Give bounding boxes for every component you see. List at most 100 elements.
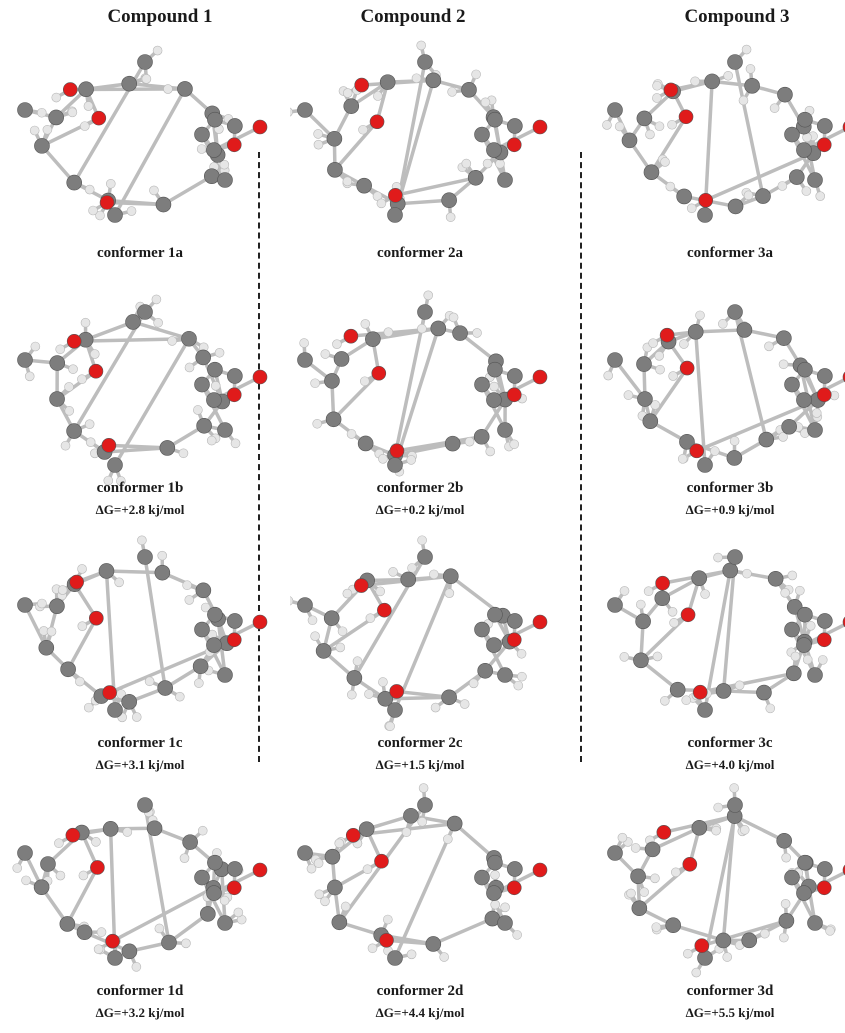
- bond: [393, 821, 457, 960]
- hydrogen-atom: [376, 198, 387, 209]
- bond: [393, 326, 441, 467]
- hydrogen-atom: [445, 212, 456, 222]
- bond: [649, 114, 688, 174]
- oxygen-atom: [65, 827, 81, 843]
- carbon-atom: [817, 368, 833, 384]
- hydrogen-atom: [116, 476, 126, 486]
- hydrogen-atom: [352, 656, 363, 667]
- hydrogen-atom: [340, 901, 351, 912]
- hydrogen-atom: [290, 596, 294, 606]
- carbon-atom: [715, 683, 732, 699]
- carbon-atom: [474, 621, 490, 638]
- oxygen-atom: [374, 853, 389, 869]
- ball-and-stick-model: [12, 797, 268, 972]
- oxygen-atom: [506, 387, 522, 403]
- hydrogen-atom: [77, 564, 87, 574]
- bond: [393, 441, 455, 458]
- hydrogen-atom: [157, 550, 168, 561]
- hydrogen-atom: [219, 895, 230, 906]
- carbon-atom: [207, 606, 223, 623]
- bond: [732, 814, 786, 843]
- hydrogen-atom: [650, 873, 660, 884]
- hydrogen-atom: [313, 858, 324, 869]
- carbon-atom: [297, 597, 313, 613]
- carbon-atom: [473, 428, 490, 445]
- hydrogen-atom: [801, 186, 812, 196]
- hydrogen-atom: [75, 676, 85, 687]
- oxygen-atom: [377, 602, 392, 618]
- hydrogen-atom: [89, 349, 100, 359]
- carbon-atom: [155, 196, 172, 213]
- delta-g-number: +3.2 kj/mol: [121, 1005, 185, 1020]
- hydrogen-atom: [667, 607, 678, 617]
- carbon-atom: [507, 118, 523, 134]
- carbon-atom: [755, 188, 771, 204]
- hydrogen-atom: [769, 103, 780, 113]
- bond: [65, 865, 100, 926]
- bond: [113, 336, 191, 467]
- carbon-atom: [297, 352, 313, 368]
- carbon-atom: [102, 821, 119, 837]
- hydrogen-atom: [781, 852, 791, 863]
- hydrogen-atom: [181, 938, 191, 949]
- delta-g-value: ΔG=+4.0 kj/mol: [600, 757, 845, 773]
- carbon-atom: [486, 392, 502, 408]
- carbon-atom: [817, 613, 833, 629]
- hydrogen-atom: [383, 327, 394, 337]
- bond: [639, 658, 680, 692]
- delta-g-number: +3.1 kj/mol: [121, 757, 185, 772]
- carbon-atom: [121, 75, 138, 92]
- hydrogen-atom: [500, 902, 510, 913]
- carbon-atom: [417, 304, 433, 320]
- hydrogen-atom: [137, 535, 147, 546]
- carbon-atom: [48, 109, 64, 126]
- hydrogen-atom: [342, 588, 353, 599]
- hydrogen-atom: [312, 418, 323, 429]
- hydrogen-atom: [485, 446, 496, 457]
- hydrogen-atom: [495, 158, 505, 169]
- carbon-atom: [441, 689, 457, 706]
- carbon-atom: [756, 684, 772, 701]
- hydrogen-atom: [617, 832, 628, 843]
- conformer-panel: conformer 2a: [290, 40, 550, 290]
- hydrogen-atom: [815, 191, 826, 201]
- carbon-atom: [137, 304, 153, 320]
- hydrogen-atom: [367, 943, 378, 954]
- conformer-label: conformer 3b: [686, 480, 774, 496]
- hydrogen-atom: [346, 429, 357, 439]
- carbon-atom: [324, 848, 341, 865]
- hydrogen-atom: [517, 671, 527, 682]
- hydrogen-atom: [461, 158, 472, 169]
- carbon-atom: [727, 549, 743, 565]
- carbon-atom: [697, 207, 713, 223]
- oxygen-atom: [506, 880, 522, 896]
- delta-g-value: ΔG=+5.5 kj/mol: [600, 1005, 845, 1021]
- hydrogen-atom: [151, 294, 162, 305]
- column-title-compound-3: Compound 3: [684, 6, 790, 27]
- carbon-atom: [325, 411, 342, 428]
- oxygen-atom: [69, 574, 84, 590]
- carbon-atom: [227, 118, 243, 134]
- hydrogen-atom: [103, 475, 114, 486]
- bond: [703, 568, 732, 712]
- bond: [693, 330, 707, 467]
- oxygen-atom: [532, 369, 548, 385]
- carbon-atom: [76, 924, 93, 941]
- hydrogen-atom: [91, 837, 101, 847]
- carbon-atom: [387, 950, 403, 966]
- carbon-atom: [797, 361, 813, 378]
- conformer-label: conformer 3a: [687, 245, 773, 261]
- carbon-atom: [497, 667, 513, 683]
- hydrogen-atom: [636, 599, 646, 610]
- carbon-atom: [107, 207, 123, 223]
- carbon-atom: [607, 597, 623, 613]
- carbon-atom: [356, 177, 372, 194]
- oxygen-atom: [252, 119, 268, 135]
- carbon-atom: [784, 126, 800, 143]
- hydrogen-atom: [811, 408, 822, 418]
- carbon-atom: [107, 950, 123, 966]
- carbon-atom: [196, 417, 212, 434]
- hydrogen-atom: [713, 552, 723, 563]
- delta-g-symbol: ΔG=: [375, 502, 402, 517]
